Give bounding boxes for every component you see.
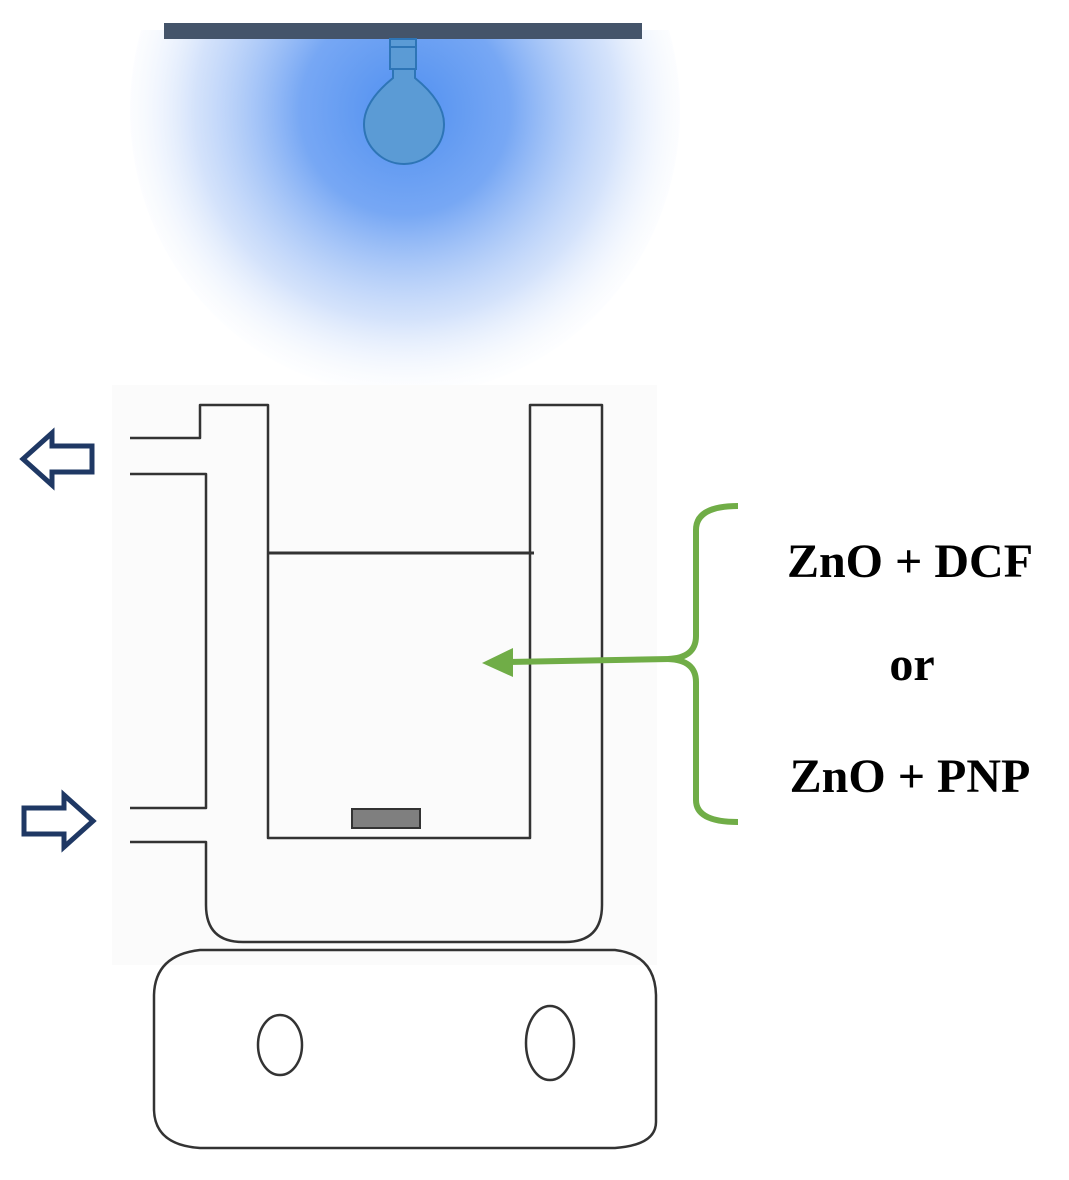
outer-jacket-wall xyxy=(130,403,604,944)
connector-label-or: or xyxy=(889,638,934,691)
jacketed-reactor xyxy=(130,403,604,944)
pointer-arrow xyxy=(482,648,671,677)
stirrer-knob-right xyxy=(524,1004,576,1082)
stirrer-body xyxy=(152,948,658,1150)
mixture-label-pnp: ZnO + PNP xyxy=(790,750,1031,803)
stirrer-knob-left xyxy=(256,1013,304,1077)
arrow-left-outline-icon xyxy=(19,427,95,491)
mixture-label-dcf: ZnO + DCF xyxy=(787,535,1033,588)
curly-brace xyxy=(667,503,739,825)
stir-bar xyxy=(351,808,421,829)
light-source xyxy=(130,23,680,390)
lamp-bar xyxy=(164,23,642,39)
jacket-inner-upper xyxy=(130,472,208,810)
arrow-right-outline-icon xyxy=(21,789,97,853)
light-bulb-icon xyxy=(362,38,446,166)
magnetic-stirrer xyxy=(152,948,658,1150)
light-glow xyxy=(130,30,680,390)
reactor-backdrop xyxy=(112,385,657,965)
